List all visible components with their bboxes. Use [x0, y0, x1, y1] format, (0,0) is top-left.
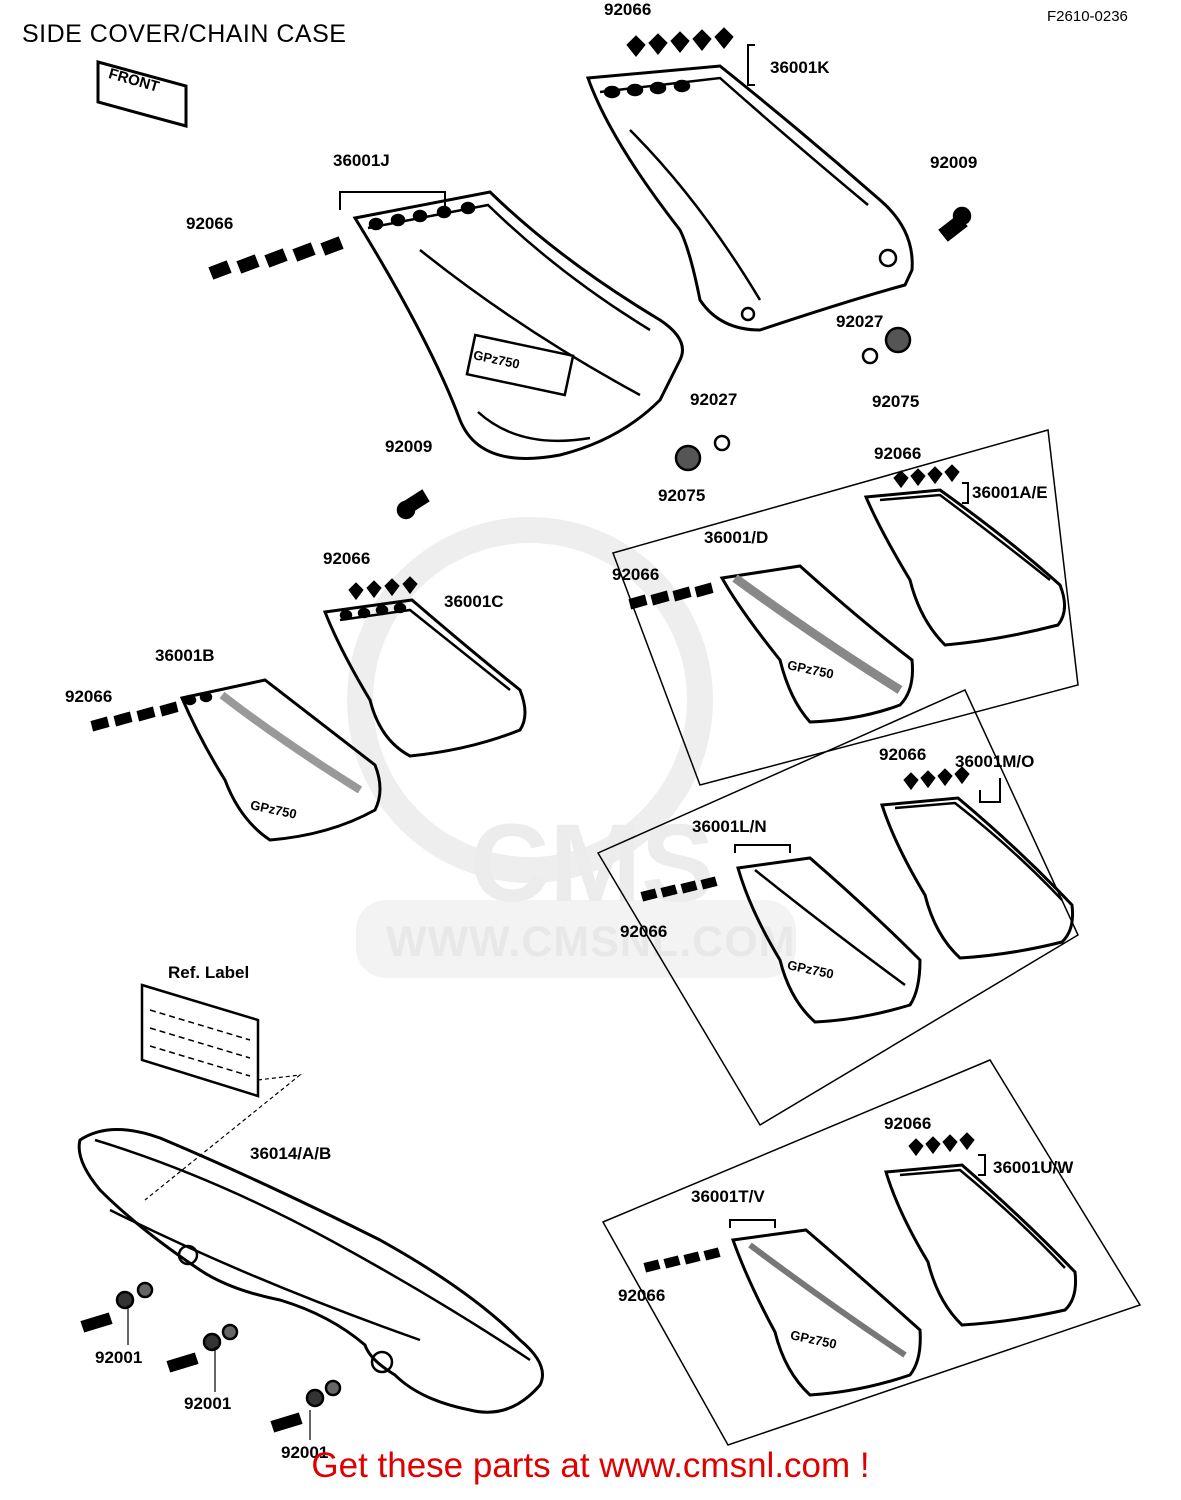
side-cover-36001c	[322, 598, 527, 758]
rivets-36001tv	[643, 1247, 721, 1273]
bolt-set-92001-b	[166, 1323, 239, 1373]
side-cover-36001ae	[863, 488, 1066, 647]
callout-36001uw: 36001U/W	[993, 1158, 1074, 1177]
callout-36001j: 36001J	[333, 151, 390, 170]
grommet-92075-a	[674, 434, 731, 472]
page-title: SIDE COVER/CHAIN CASE	[22, 20, 347, 48]
chain-case-36014	[77, 1128, 544, 1414]
callout-92066-uw: 92066	[884, 1114, 932, 1133]
callout-36001d: 36001/D	[704, 528, 769, 547]
front-badge-icon	[96, 60, 188, 128]
side-cover-36001ln	[736, 856, 922, 1024]
callout-36001tv: 36001T/V	[691, 1187, 765, 1206]
side-cover-36001b	[179, 678, 382, 842]
callout-36001k: 36001K	[770, 58, 830, 77]
footer-promo-link[interactable]: Get these parts at www.cmsnl.com !	[311, 1446, 870, 1485]
callout-92009-right: 92009	[930, 153, 978, 172]
rivets-36001b	[90, 701, 179, 732]
bolt-92009-right	[938, 206, 972, 242]
rivets-36001d	[628, 582, 714, 610]
callout-92066-c: 92066	[323, 549, 371, 568]
callout-36001c: 36001C	[444, 592, 504, 611]
callout-92001-a: 92001	[95, 1348, 143, 1367]
callout-92001-c: 92001	[281, 1443, 329, 1462]
bolt-set-92001-a	[80, 1281, 154, 1333]
callout-36014ab: 36014/A/B	[250, 1144, 332, 1163]
reference-label-icon	[140, 983, 260, 1098]
rivets-36001ln	[640, 876, 718, 902]
side-cover-36001uw	[884, 1163, 1077, 1327]
rivets-36001uw	[908, 1132, 975, 1157]
rivets-92066-left	[208, 236, 344, 280]
callout-92066-b: 92066	[65, 687, 113, 706]
side-cover-36001k	[585, 64, 914, 332]
rivets-36001mo	[903, 766, 970, 791]
callout-92066-ln: 92066	[620, 922, 668, 941]
callout-36001b: 36001B	[155, 646, 215, 665]
callout-36001ae: 36001A/E	[972, 483, 1048, 502]
callout-92027-right: 92027	[836, 312, 884, 331]
watermark-url: WWW.CMSNL.COM	[386, 918, 796, 966]
callout-92066-d: 92066	[612, 565, 660, 584]
callout-92075-right: 92075	[872, 392, 920, 411]
callout-92009-center: 92009	[385, 437, 433, 456]
callout-92075-center: 92075	[658, 486, 706, 505]
callout-92066-top: 92066	[604, 0, 652, 19]
callout-92066-tv: 92066	[618, 1286, 666, 1305]
callout-ref-label: Ref. Label	[168, 963, 250, 982]
callout-92027-center: 92027	[690, 390, 738, 409]
rivets-36001c	[348, 576, 418, 601]
bolt-92009-center	[396, 489, 430, 520]
watermark-logo: CMS	[470, 802, 715, 925]
figure-code: F2610-0236	[1047, 8, 1128, 25]
callout-36001ln: 36001L/N	[692, 817, 767, 836]
side-cover-36001mo	[879, 796, 1074, 960]
callout-92001-b: 92001	[184, 1394, 232, 1413]
callout-92066-ae: 92066	[874, 444, 922, 463]
callout-36001mo: 36001M/O	[955, 752, 1035, 771]
callout-92066-mo: 92066	[879, 745, 927, 764]
side-cover-36001j	[352, 190, 684, 460]
side-cover-36001tv	[730, 1228, 922, 1397]
grommet-92075-b	[861, 326, 912, 365]
rivets-92066-top	[626, 27, 734, 58]
rivets-36001ae	[893, 464, 960, 489]
bolt-set-92001-c	[270, 1379, 342, 1433]
callout-92066-j: 92066	[186, 214, 234, 233]
side-cover-36001d	[719, 564, 914, 724]
